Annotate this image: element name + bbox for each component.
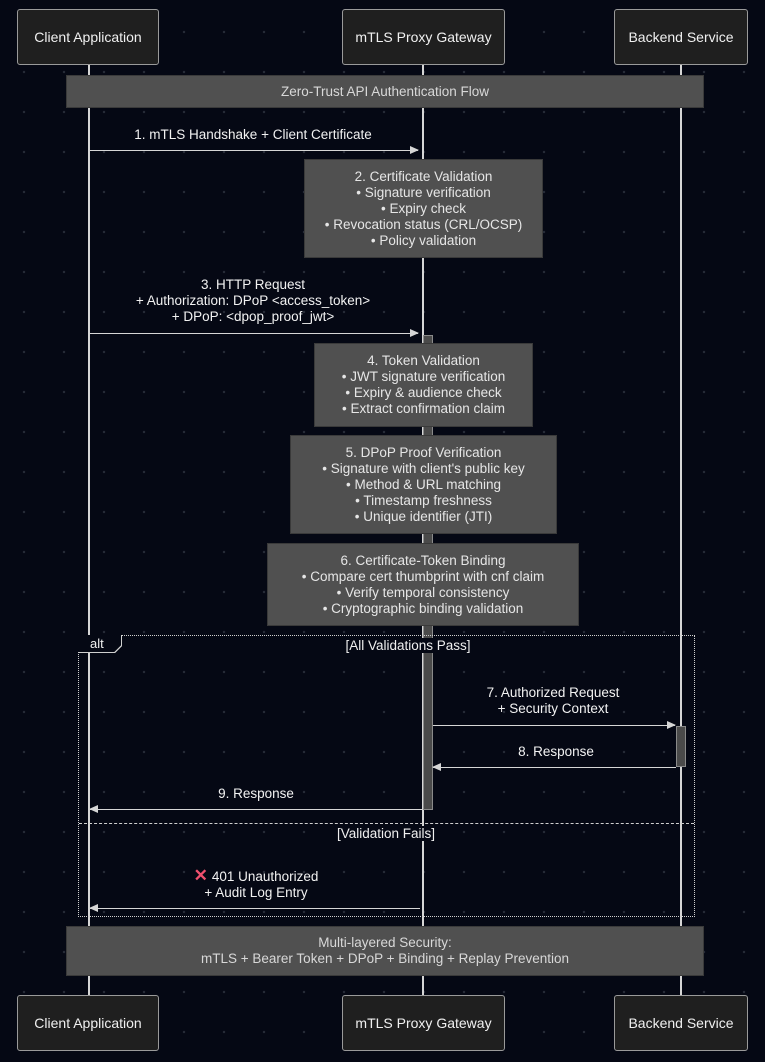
footer-note: Multi-layered Security: mTLS + Bearer To… [66,926,704,976]
note-token-line-3: • Expiry & audience check [345,385,502,400]
note-token-validation: 4. Token Validation • JWT signature veri… [314,343,533,427]
message-401-label: ✕401 Unauthorized + Audit Log Entry [193,866,319,900]
footer-note-line-2: mTLS + Bearer Token + DPoP + Binding + R… [201,951,569,966]
message-8-label: 8. Response [518,744,594,759]
note-binding-line-3: • Verify temporal consistency [336,584,510,600]
actor-backend-bottom: Backend Service [614,995,748,1051]
cross-mark-icon: ✕ [193,866,208,885]
message-7-label: 7. Authorized Request + Security Context [486,685,620,716]
title-note: Zero-Trust API Authentication Flow [66,75,704,108]
actor-proxy-bottom: mTLS Proxy Gateway [342,995,505,1051]
note-dpop-line-2: • Signature with client's public key [322,460,525,476]
message-9-label: 9. Response [218,786,294,801]
guard-fail: [Validation Fails] [334,826,438,841]
title-note-text: Zero-Trust API Authentication Flow [280,83,490,99]
note-dpop-line-5: • Unique identifier (JTI) [354,508,493,524]
note-token-line-4: • Extract confirmation claim [341,401,506,416]
actor-backend-top: Backend Service [614,9,748,65]
note-cert-line-2: • Signature verification [356,184,491,200]
lifeline-backend [680,65,682,995]
note-dpop-verification: 5. DPoP Proof Verification • Signature w… [290,435,557,534]
note-cert-line-4: • Revocation status (CRL/OCSP) [324,216,523,232]
message-1-label: 1. mTLS Handshake + Client Certificate [134,127,372,142]
note-binding-line-2: • Compare cert thumbprint with cnf claim [301,568,545,584]
note-cert-line-1: 2. Certificate Validation [354,168,493,184]
actor-client-bottom: Client Application [17,995,159,1051]
note-cert-line-5: • Policy validation [370,232,477,248]
note-dpop-line-3: • Method & URL matching [345,476,502,492]
message-401-arrow [89,904,420,912]
note-binding-line-1: 6. Certificate-Token Binding [340,552,506,568]
alt-tag: alt [78,635,122,653]
message-7-arrow [433,721,676,729]
message-3-arrow [89,329,419,337]
alt-frame: alt [78,635,695,917]
note-token-line-1: 4. Token Validation [367,353,480,368]
message-1-arrow [89,146,419,154]
note-cert-line-3: • Expiry check [380,200,466,216]
activation-backend [676,726,686,767]
note-binding-line-4: • Cryptographic binding validation [322,600,524,616]
message-3-label: 3. HTTP Request + Authorization: DPoP <a… [135,277,371,324]
guard-pass: [All Validations Pass] [343,638,473,653]
note-dpop-line-1: 5. DPoP Proof Verification [345,444,502,460]
actor-proxy-top: mTLS Proxy Gateway [342,9,505,65]
note-certificate-token-binding: 6. Certificate-Token Binding • Compare c… [267,543,579,626]
actor-client-top: Client Application [17,9,159,65]
message-8-arrow [432,763,676,771]
note-certificate-validation: 2. Certificate Validation • Signature ve… [304,159,543,258]
note-token-line-2: • JWT signature verification [341,369,506,384]
lifeline-client [88,65,90,995]
alt-divider [79,823,694,824]
footer-note-line-1: Multi-layered Security: [318,935,452,950]
message-9-arrow [89,805,423,813]
note-dpop-line-4: • Timestamp freshness [355,492,492,508]
